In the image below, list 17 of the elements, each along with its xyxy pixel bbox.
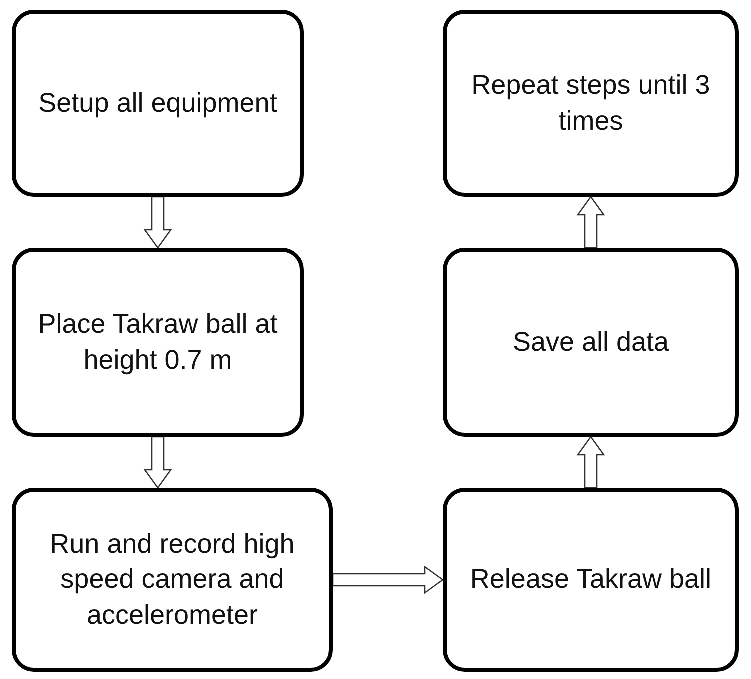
step-text: Repeat steps until 3 times bbox=[470, 69, 712, 138]
step-text: Place Takraw ball at height 0.7 m bbox=[37, 308, 279, 377]
step-text: Run and record high speed camera and accelerometer bbox=[49, 528, 296, 632]
process-box bbox=[12, 10, 304, 197]
block-arrow bbox=[144, 196, 172, 250]
process-box bbox=[443, 10, 739, 197]
step-text: Save all data bbox=[512, 326, 670, 359]
block-arrow bbox=[332, 566, 444, 594]
step-text: Setup all equipment bbox=[38, 86, 278, 120]
process-box bbox=[443, 248, 739, 437]
step-text: Release Takraw ball bbox=[470, 563, 712, 596]
block-arrow bbox=[144, 436, 172, 490]
block-arrow bbox=[576, 436, 606, 489]
process-box bbox=[443, 488, 739, 672]
process-box bbox=[12, 248, 304, 437]
process-box bbox=[12, 488, 333, 672]
block-arrow bbox=[576, 196, 606, 249]
